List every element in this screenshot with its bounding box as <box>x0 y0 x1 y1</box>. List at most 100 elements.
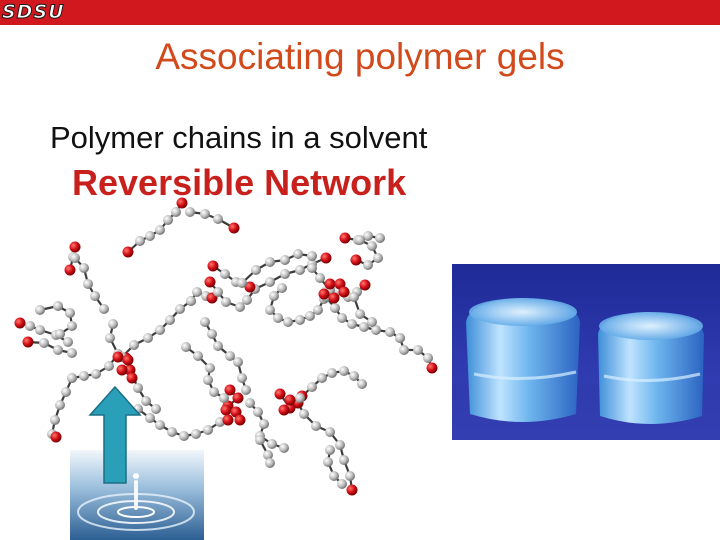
slide-title: Associating polymer gels <box>155 36 565 77</box>
chain-atom <box>283 317 293 327</box>
chain-atom <box>193 351 203 361</box>
chain-atom <box>65 308 75 318</box>
chain-atom <box>313 305 323 315</box>
chain-atom <box>251 265 261 275</box>
chain-atom <box>53 345 63 355</box>
chain-atom <box>233 357 243 367</box>
chain-atom <box>203 425 213 435</box>
chain-atom <box>165 315 175 325</box>
sticker-atom <box>224 384 236 396</box>
chain-atom <box>237 278 247 288</box>
sticker-atom <box>232 392 244 404</box>
chain-atom <box>269 291 279 301</box>
chain-atom <box>61 387 71 397</box>
chain-atom <box>155 225 165 235</box>
chain-atom <box>253 407 263 417</box>
chain-atom <box>330 303 340 313</box>
chain-atom <box>50 415 60 425</box>
chain-atom <box>242 295 252 305</box>
chain-atom <box>207 329 217 339</box>
sticker-atom <box>22 336 34 348</box>
chain-atom <box>307 263 317 273</box>
chain-atom <box>83 279 93 289</box>
chain-atom <box>399 345 409 355</box>
chain-atom <box>395 333 405 343</box>
chain-atom <box>245 398 255 408</box>
sticker-atom <box>204 276 216 288</box>
chain-atom <box>203 375 213 385</box>
sticker-atom <box>228 222 240 234</box>
chain-atom <box>305 311 315 321</box>
junction-atom <box>278 404 290 416</box>
sdsu-logo: SDSU <box>2 1 65 24</box>
chain-atom <box>317 373 327 383</box>
chain-atom <box>325 427 335 437</box>
water-droplet-image <box>70 450 204 540</box>
chain-atom <box>145 413 155 423</box>
chain-atom <box>192 287 202 297</box>
chain-atom <box>104 361 114 371</box>
chain-atom <box>213 287 223 297</box>
chain-atom <box>179 431 189 441</box>
chain-atom <box>273 313 283 323</box>
chain-atom <box>265 257 275 267</box>
chain-atom <box>53 301 63 311</box>
chain-atom <box>200 209 210 219</box>
sticker-atom <box>207 260 219 272</box>
sticker-atom <box>274 388 286 400</box>
chain-atom <box>295 265 305 275</box>
chain-atom <box>167 427 177 437</box>
sticker-atom <box>64 264 76 276</box>
chain-atom <box>413 345 423 355</box>
chain-atom <box>295 315 305 325</box>
chain-atom <box>355 309 365 319</box>
chain-atom <box>220 269 230 279</box>
chain-atom <box>171 207 181 217</box>
chain-atom <box>191 429 201 439</box>
chain-atom <box>90 291 100 301</box>
junction-atom <box>234 414 246 426</box>
chain-atom <box>213 341 223 351</box>
chain-atom <box>70 253 80 263</box>
chain-atom <box>79 371 89 381</box>
chain-atom <box>185 207 195 217</box>
junction-atom <box>122 354 134 366</box>
chain-atom <box>315 273 325 283</box>
chain-atom <box>267 439 277 449</box>
chain-atom <box>213 214 223 224</box>
sticker-atom <box>346 484 358 496</box>
reversible-network-label: Reversible Network <box>72 162 407 203</box>
chain-atom <box>363 231 373 241</box>
chain-atom <box>63 337 73 347</box>
chain-atom <box>347 319 357 329</box>
chain-atom <box>221 297 231 307</box>
junction-atom <box>112 351 124 363</box>
chain-atom <box>371 325 381 335</box>
chain-atom <box>307 382 317 392</box>
chain-atom <box>280 255 290 265</box>
chain-atom <box>265 458 275 468</box>
chain-atom <box>337 313 347 323</box>
chain-atom <box>39 338 49 348</box>
chain-atom <box>219 393 229 403</box>
chain-atom <box>295 393 305 403</box>
chain-atom <box>255 435 265 445</box>
junction-atom <box>318 288 330 300</box>
junction-atom <box>222 414 234 426</box>
sticker-atom <box>50 431 62 443</box>
chain-atom <box>143 333 153 343</box>
chain-atom <box>339 455 349 465</box>
chain-atom <box>335 440 345 450</box>
chain-atom <box>241 385 251 395</box>
chain-atom <box>145 231 155 241</box>
junction-atom <box>324 278 336 290</box>
chain-atom <box>277 283 287 293</box>
slide-subtitle: Polymer chains in a solvent <box>50 120 428 155</box>
sticker-atom <box>14 317 26 329</box>
chain-atom <box>181 342 191 352</box>
chain-atom <box>265 305 275 315</box>
chain-atom <box>141 396 151 406</box>
chain-atom <box>357 379 367 389</box>
chain-atom <box>323 457 333 467</box>
chain-atom <box>25 321 35 331</box>
